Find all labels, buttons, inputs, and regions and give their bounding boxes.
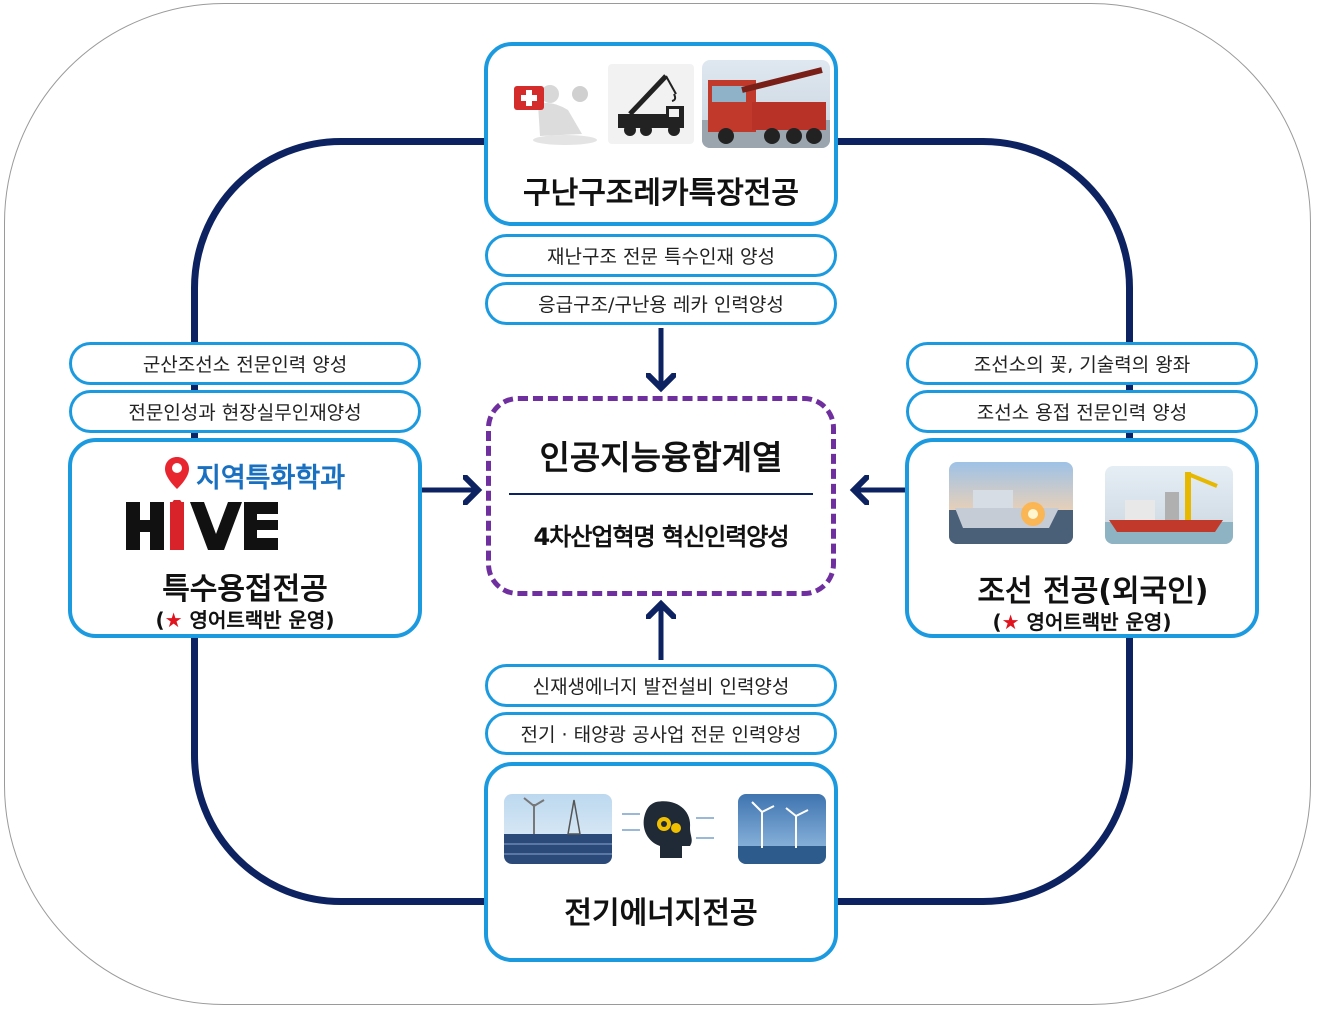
right-pill-2: 조선소 용접 전문인력 양성	[906, 390, 1258, 433]
first-aid-image	[510, 64, 602, 146]
bottom-major-title: 전기에너지전공	[564, 896, 758, 931]
left-pill-2: 전문인성과 현장실무인재양성	[69, 390, 421, 433]
regional-badge: 지역특화학과	[196, 463, 346, 494]
top-pill-2: 응급구조/구난용 레카 인력양성	[485, 282, 837, 325]
welding-ship-image	[949, 462, 1073, 544]
star-icon: ★	[1001, 610, 1020, 634]
right-major-title: 조선 전공(외국인)	[977, 574, 1209, 609]
bottom-pill-1: 신재생에너지 발전설비 인력양성	[485, 664, 837, 707]
center-subtitle: 4차산업혁명 혁신인력양성	[533, 523, 790, 551]
ai-brain-image	[620, 794, 716, 864]
left-major-note: (★ 영어트랙반 운영)	[155, 608, 335, 632]
right-pill-1: 조선소의 꽃, 기술력의 왕좌	[906, 342, 1258, 385]
star-icon: ★	[164, 608, 183, 632]
right-major-box: 조선 전공(외국인) (★ 영어트랙반 운영)	[905, 438, 1259, 638]
bottom-pill-2: 전기 · 태양광 공사업 전문 인력양성	[485, 712, 837, 755]
bottom-major-box: 전기에너지전공	[484, 762, 838, 962]
offshore-wind-image	[738, 794, 826, 864]
center-hub-box: 인공지능융합계열 4차산업혁명 혁신인력양성	[486, 396, 836, 596]
solar-wind-image	[504, 794, 612, 864]
top-major-title: 구난구조레카특장전공	[523, 176, 799, 211]
location-pin-icon	[164, 456, 190, 494]
top-major-box: 구난구조레카특장전공	[484, 42, 838, 226]
left-major-title: 특수용접전공	[162, 572, 328, 607]
top-pill-1: 재난구조 전문 특수인재 양성	[485, 234, 837, 277]
outer-frame	[4, 3, 1311, 1005]
left-major-box: 지역특화학과 특수용접전공 (★ 영어트랙반 운영)	[68, 438, 422, 638]
hive-logo	[126, 499, 286, 556]
center-divider	[509, 493, 813, 495]
center-title: 인공지능융합계열	[539, 438, 783, 477]
rescue-truck-image	[702, 60, 830, 148]
shipyard-image	[1105, 466, 1233, 544]
left-pill-1: 군산조선소 전문인력 양성	[69, 342, 421, 385]
right-major-note: (★ 영어트랙반 운영)	[992, 610, 1172, 634]
crane-truck-image	[608, 64, 694, 144]
